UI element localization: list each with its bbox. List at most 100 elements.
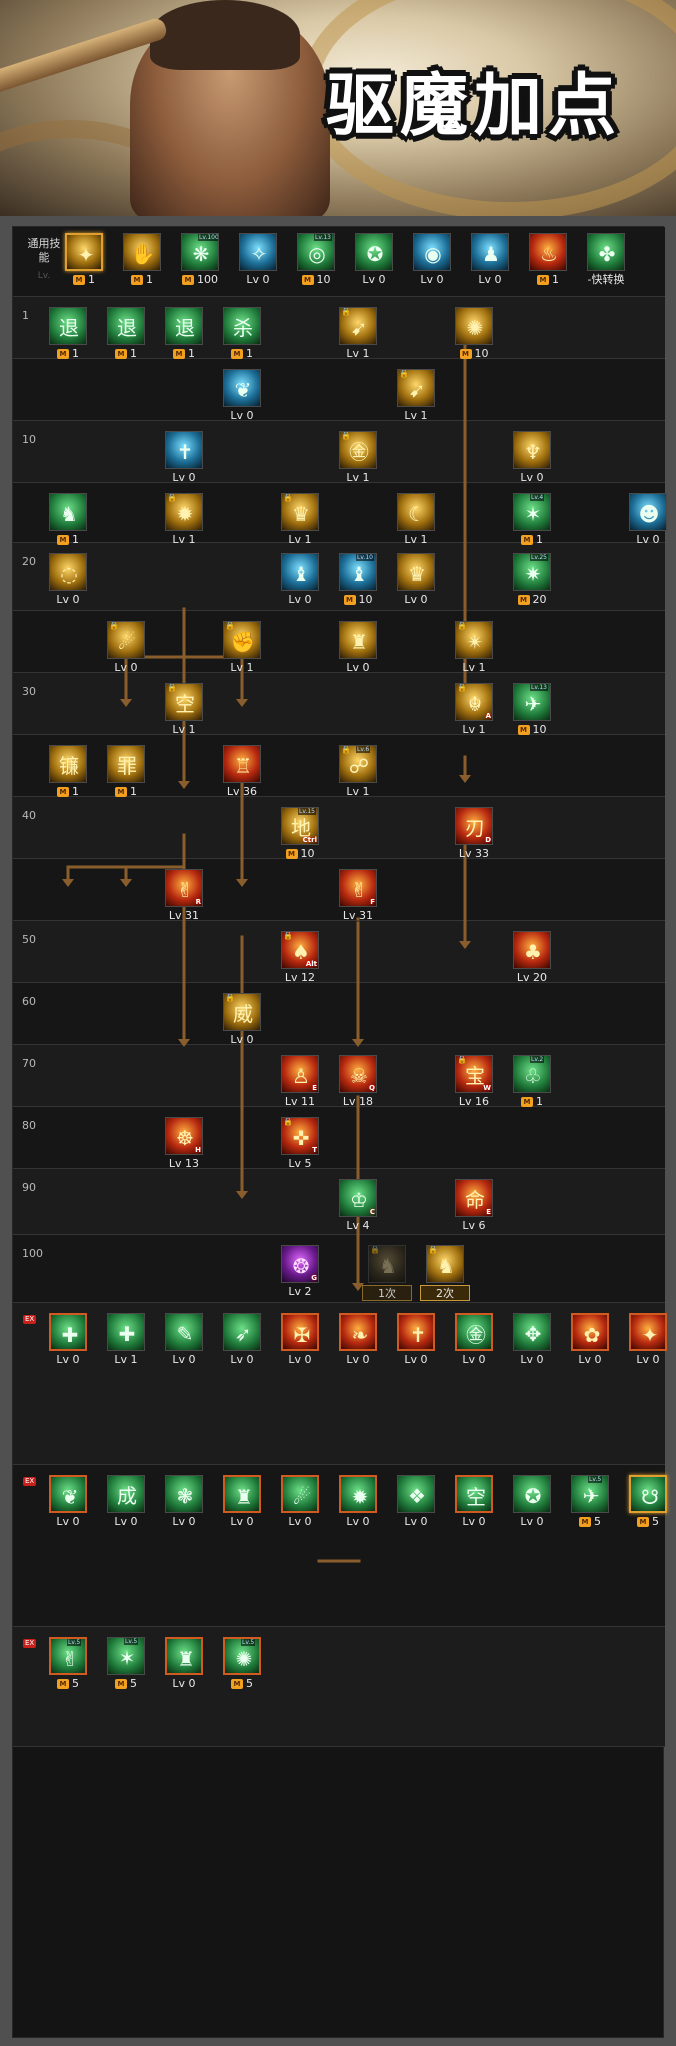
skill-icon[interactable]: 退 [49, 307, 87, 345]
hotkey-badge: Alt [305, 960, 317, 968]
skill-level-value: Lv 36 [226, 785, 258, 798]
skill-icon[interactable]: 罪 [107, 745, 145, 783]
skill-icon[interactable]: ✹ [339, 1475, 377, 1513]
skill-icon[interactable]: ✈Lv.5 [571, 1475, 609, 1513]
skill-glyph: ◎ [308, 242, 326, 266]
skill-icon[interactable]: ➹🔒 [397, 369, 435, 407]
skill-icon[interactable]: ☬🔒A [455, 683, 493, 721]
skill-icon[interactable]: ㊎🔒 [339, 431, 377, 469]
skill-icon[interactable]: 退 [107, 307, 145, 345]
skill-level-label: Lv 0 [391, 1352, 441, 1367]
skill-icon[interactable]: ✤ [587, 233, 625, 271]
skill-icon[interactable]: ♔C [339, 1179, 377, 1217]
skill-level-value: Lv 1 [346, 471, 370, 484]
skill-icon[interactable]: ♞🔒 [368, 1245, 406, 1283]
skill-icon[interactable]: ♝ [281, 553, 319, 591]
skill-icon[interactable]: ☍Lv.6🔒 [339, 745, 377, 783]
skill-icon[interactable]: ☄🔒 [107, 621, 145, 659]
skill-icon[interactable]: ☻ [629, 493, 667, 531]
skill-icon[interactable]: 威🔒 [223, 993, 261, 1031]
skill-icon[interactable]: 空 [455, 1475, 493, 1513]
skill-icon[interactable]: ♠🔒Alt [281, 931, 319, 969]
skill-icon[interactable]: ✴🔒 [455, 621, 493, 659]
skill-icon[interactable]: 杀 [223, 307, 261, 345]
skill-icon[interactable]: ♛ [397, 553, 435, 591]
skill-icon[interactable]: ✶Lv.4 [513, 493, 551, 531]
skill-icon[interactable]: ❧ [339, 1313, 377, 1351]
skill-icon[interactable]: ✈Lv.13 [513, 683, 551, 721]
skill-icon[interactable]: ♞🔒 [426, 1245, 464, 1283]
skill-icon[interactable]: ✊🔒 [223, 621, 261, 659]
skill-icon[interactable]: ♖ [223, 745, 261, 783]
skill-icon[interactable]: ✌F [339, 869, 377, 907]
skill-level-value: 5 [594, 1515, 601, 1528]
skill-glyph: ◉ [424, 242, 442, 266]
skill-icon[interactable]: ✚ [49, 1313, 87, 1351]
skill-icon[interactable]: ✝ [397, 1313, 435, 1351]
skill-icon[interactable]: ♛🔒 [281, 493, 319, 531]
skill-icon[interactable]: ☸H [165, 1117, 203, 1155]
skill-icon[interactable]: ☠Q [339, 1055, 377, 1093]
skill-icon[interactable]: ✥ [513, 1313, 551, 1351]
skill-icon[interactable]: ✷Lv.25 [513, 553, 551, 591]
skill-icon[interactable]: ◉ [413, 233, 451, 271]
skill-icon[interactable]: ✧ [239, 233, 277, 271]
skill-icon[interactable]: ✎ [165, 1313, 203, 1351]
skill-icon[interactable]: ♧Lv.2 [513, 1055, 551, 1093]
skill-icon[interactable]: ☄ [281, 1475, 319, 1513]
skill-icon[interactable]: ✿ [571, 1313, 609, 1351]
skill-icon[interactable]: ♞ [49, 493, 87, 531]
skill-icon[interactable]: 镰 [49, 745, 87, 783]
skill-icon[interactable]: 退 [165, 307, 203, 345]
skill-icon[interactable]: ➶ [223, 1313, 261, 1351]
skill-icon[interactable]: ✚ [107, 1313, 145, 1351]
skill-icon[interactable]: ➹🔒 [339, 307, 377, 345]
skill-icon[interactable]: ♣ [513, 931, 551, 969]
skill-icon[interactable]: ✦ [65, 233, 103, 271]
skill-icon[interactable]: 成 [107, 1475, 145, 1513]
skill-icon[interactable]: ◎Lv.13 [297, 233, 335, 271]
skill-icon[interactable]: ✜🔒T [281, 1117, 319, 1155]
skill-icon[interactable]: ✦ [629, 1313, 667, 1351]
skill-icon[interactable]: 宝🔒W [455, 1055, 493, 1093]
skill-icon[interactable]: ㊎ [455, 1313, 493, 1351]
skill-icon[interactable]: ✺ [455, 307, 493, 345]
skill-icon[interactable]: ❋Lv.100 [181, 233, 219, 271]
skill-icon[interactable]: ✋ [123, 233, 161, 271]
skill-icon[interactable]: ✌Lv.5 [49, 1637, 87, 1675]
skill-icon[interactable]: ✪ [355, 233, 393, 271]
skill-icon[interactable]: 空🔒 [165, 683, 203, 721]
skill-icon[interactable]: ☾ [397, 493, 435, 531]
lock-icon: 🔒 [225, 621, 235, 630]
max-badge-icon: M [231, 349, 243, 359]
skill-icon[interactable]: ♜ [165, 1637, 203, 1675]
skill-icon[interactable]: ◌ [49, 553, 87, 591]
skill-icon[interactable]: ✹🔒 [165, 493, 203, 531]
skill-icon[interactable]: ✝ [165, 431, 203, 469]
skill-icon[interactable]: ❂G [281, 1245, 319, 1283]
skill-glyph: ☄ [293, 1485, 311, 1509]
skill-level-value: 10 [474, 347, 489, 360]
skill-icon[interactable]: ♜ [339, 621, 377, 659]
skill-icon[interactable]: ❖ [397, 1475, 435, 1513]
skill-icon[interactable]: ✌R [165, 869, 203, 907]
skill-icon[interactable]: ♙E [281, 1055, 319, 1093]
skill-icon[interactable]: ❦ [49, 1475, 87, 1513]
skill-icon[interactable]: ✶Lv.5 [107, 1637, 145, 1675]
skill-icon[interactable]: ♨ [529, 233, 567, 271]
skill-icon[interactable]: ✪ [513, 1475, 551, 1513]
skill-icon[interactable]: ☋ [629, 1475, 667, 1513]
skill-icon[interactable]: ❦ [223, 369, 261, 407]
skill-icon[interactable]: ♟ [471, 233, 509, 271]
skill-icon[interactable]: ♝Lv.10 [339, 553, 377, 591]
skill-icon[interactable]: ❃ [165, 1475, 203, 1513]
skill-icon[interactable]: ✺Lv.5 [223, 1637, 261, 1675]
skill-icon[interactable]: ✠ [281, 1313, 319, 1351]
skill-icon[interactable]: ♜ [223, 1475, 261, 1513]
skill-icon[interactable]: ♆ [513, 431, 551, 469]
